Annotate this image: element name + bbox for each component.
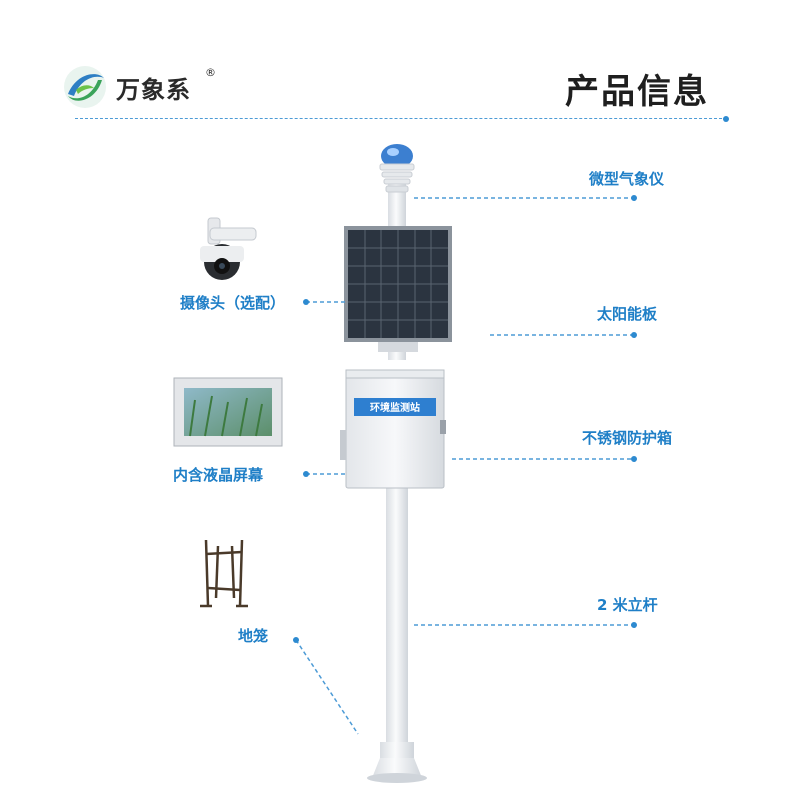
- label-ground-cage: 地笼: [238, 627, 269, 645]
- ground-cage: [200, 539, 248, 608]
- label-pole: 2 米立杆: [597, 596, 658, 614]
- solar-panel: [344, 226, 452, 352]
- label-solar-panel: 太阳能板: [597, 305, 658, 323]
- header-divider: [75, 118, 727, 119]
- page-title: 产品信息: [565, 72, 709, 112]
- weather-instrument: [379, 144, 415, 193]
- box-label: 环境监测站: [370, 401, 420, 414]
- brand-name: 万象系: [116, 76, 191, 104]
- leader-dots: [293, 195, 637, 643]
- label-camera: 摄像头（选配）: [180, 294, 286, 312]
- header-divider-dot: [723, 116, 729, 122]
- leader-lines: [295, 197, 634, 735]
- label-weather-instrument: 微型气象仪: [589, 170, 665, 188]
- label-stainless-box: 不锈钢防护箱: [582, 429, 673, 447]
- camera: [200, 217, 257, 280]
- brand-logo-icon: [64, 66, 106, 108]
- lcd-screen: [173, 377, 283, 447]
- stainless-box: 环境监测站: [340, 369, 446, 489]
- registered-mark: ®: [205, 66, 216, 79]
- label-lcd-screen: 内含液晶屏幕: [173, 466, 264, 484]
